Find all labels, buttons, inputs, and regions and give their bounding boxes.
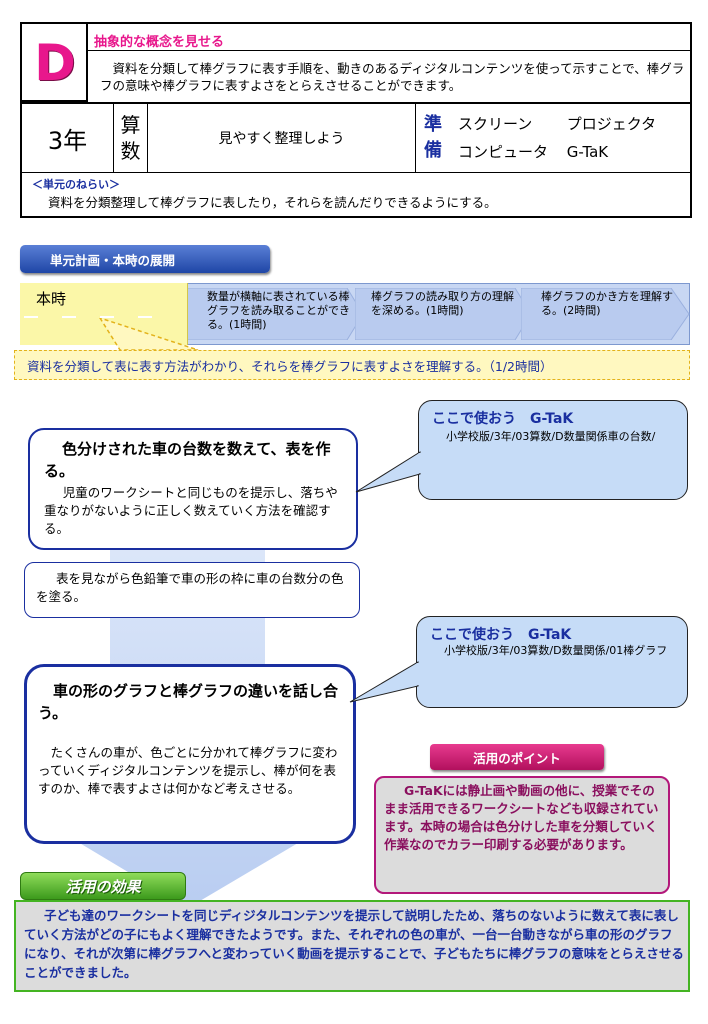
- effect-box: [14, 900, 690, 992]
- activity-box-1: [28, 428, 358, 550]
- dash-mark: [62, 316, 76, 318]
- preparation-items: スクリーン プロジェクタ コンピュータ G-TaK: [458, 110, 656, 166]
- unit-plan-tab: 単元計画・本時の展開: [20, 245, 270, 273]
- activity-1-title: 色分けされた車の台数を数えて、表を作る。: [44, 440, 331, 480]
- activity-3-description: たくさんの車が、色ごとに分かれて棒グラフに変わっていくディジタルコンテンツを提示…: [38, 745, 338, 796]
- plan-step-2: 棒グラフの読み取り方の理解を深める。(1時間): [371, 290, 514, 317]
- gtak-callout-1-title: ここで使おう G-TaK: [432, 411, 574, 427]
- prep-char-2: 備: [424, 140, 442, 161]
- prep-item-projector: プロジェクタ: [566, 115, 657, 133]
- prep-item-gtak: G-TaK: [566, 143, 609, 161]
- preparation-label: 準 備: [416, 104, 450, 172]
- point-tab: 活用のポイント: [430, 744, 604, 770]
- point-text: G-TaKには静止画や動画の他に、授業でそのまま活用できるワークシートなども収録…: [384, 783, 659, 852]
- grade-label: 3年: [22, 104, 114, 172]
- unit-title: 見やすく整理しよう: [148, 104, 416, 172]
- subject-char-2: 数: [120, 139, 141, 163]
- divider: [22, 172, 690, 173]
- lesson-header-table: D 抽象的な概念を見せる 資料を分類して棒グラフに表す手順を、動きのあるディジタ…: [20, 22, 692, 218]
- prep-char-1: 準: [424, 114, 442, 135]
- gtak-callout-1-path: 小学校版/3年/03算数/D数量関係車の台数/: [446, 430, 656, 443]
- prep-item-screen: スクリーン: [458, 115, 533, 133]
- concept-description: 資料を分類して棒グラフに表す手順を、動きのあるディジタルコンテンツを使って示すこ…: [100, 61, 685, 93]
- current-lesson-goal: 資料を分類して表に表す方法がわかり、それらを棒グラフに表すよさを理解する。（1/…: [14, 350, 690, 380]
- activity-2-description: 表を見ながら色鉛筆で車の形の枠に車の台数分の色を塗る。: [36, 571, 344, 604]
- gtak-callout-2: [416, 616, 688, 708]
- plan-current-lesson: [20, 283, 188, 345]
- divider: [22, 102, 690, 104]
- activity-box-2: [24, 562, 360, 618]
- category-badge-cell: D: [22, 24, 88, 102]
- activity-3-title: 車の形のグラフと棒グラフの違いを話し合う。: [38, 682, 339, 722]
- prep-item-computer: コンピュータ: [458, 143, 549, 161]
- gtak-callout-2-title: ここで使おう G-TaK: [430, 627, 572, 643]
- unit-aim-text: 資料を分類整理して棒グラフに表したり，それらを読んだりできるようにする。: [48, 195, 497, 210]
- dash-mark: [138, 316, 152, 318]
- dash-mark: [24, 316, 38, 318]
- effect-text: 子ども達のワークシートを同じディジタルコンテンツを提示して説明したため、落ちのな…: [24, 908, 684, 980]
- gtak-callout-1: [418, 400, 688, 500]
- unit-aim-label: ＜単元のねらい＞: [32, 178, 120, 191]
- plan-step-1: 数量が横軸に表されている棒グラフを読み取ることができる。(1時間): [207, 290, 350, 331]
- plan-arrow-3: [521, 288, 690, 340]
- effect-tab: 活用の効果: [20, 872, 186, 900]
- dash-mark: [100, 316, 114, 318]
- gtak-callout-2-path: 小学校版/3年/03算数/D数量関係/01棒グラフ: [444, 644, 668, 657]
- subject-label: 算 数: [114, 104, 148, 172]
- activity-box-3: [24, 664, 356, 844]
- category-badge: D: [34, 34, 76, 92]
- callout-pointer: [99, 318, 199, 351]
- plan-current-label: 本時: [36, 290, 67, 308]
- point-box: [374, 776, 670, 894]
- divider: [88, 50, 692, 51]
- activity-1-description: 児童のワークシートと同じものを提示し、落ちや重なりがないように正しく数えていく方…: [44, 485, 338, 536]
- plan-step-3: 棒グラフのかき方を理解する。(2時間): [541, 290, 673, 317]
- subject-char-1: 算: [120, 113, 141, 137]
- concept-title: 抽象的な概念を見せる: [94, 35, 225, 50]
